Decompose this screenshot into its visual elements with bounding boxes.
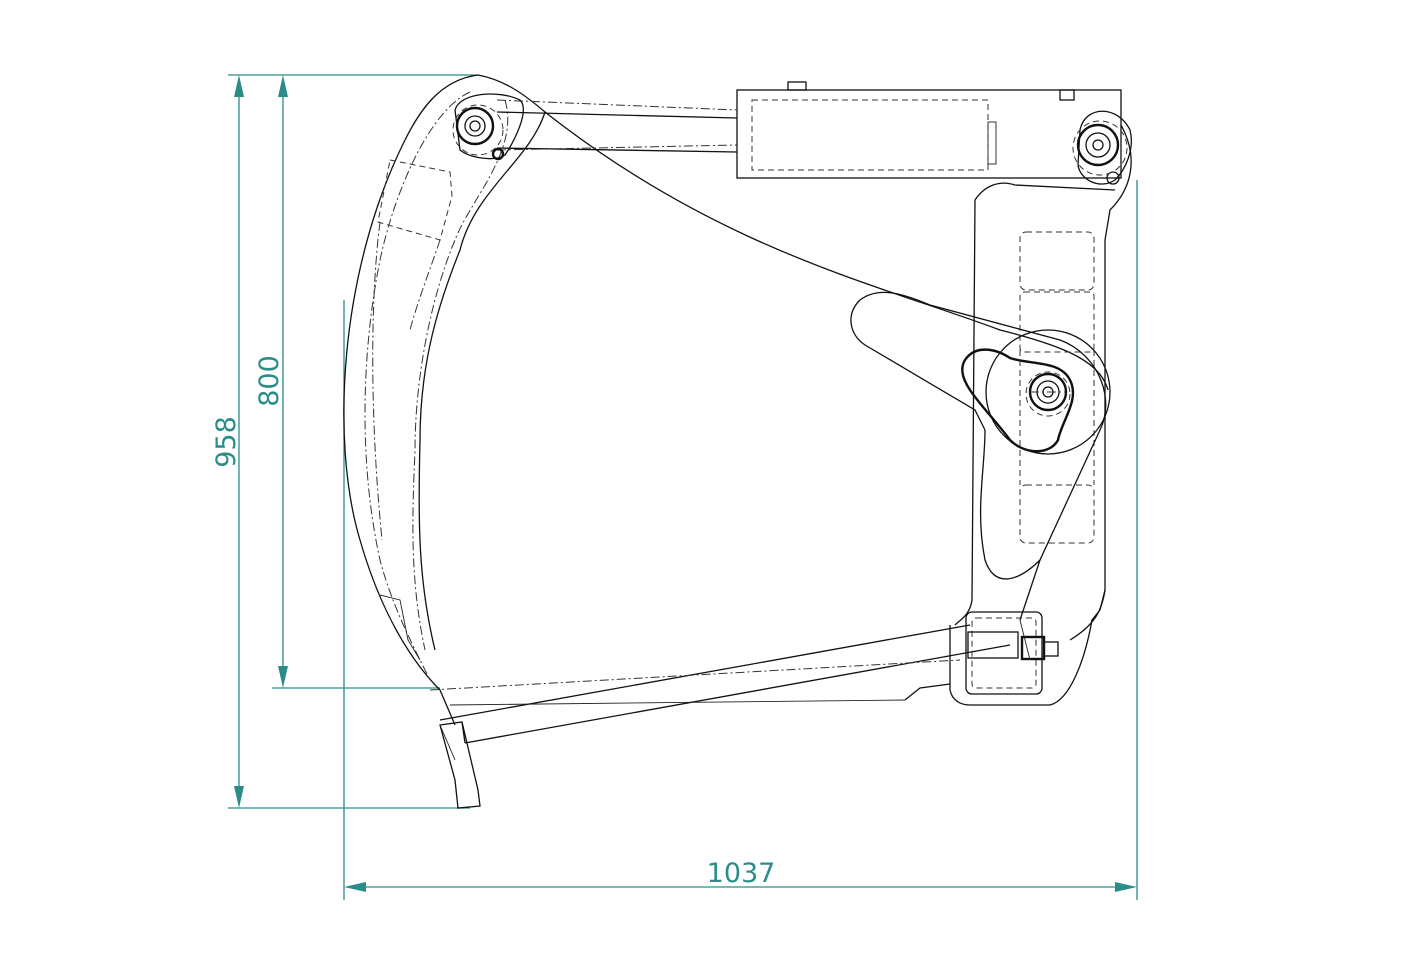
bottom-link <box>429 624 1011 744</box>
dimension-958-label: 958 <box>211 416 242 468</box>
pivot-top-right <box>1072 110 1132 185</box>
bottom-bracket <box>949 609 1101 706</box>
dimension-958: 958 <box>211 75 244 808</box>
dimension-1037-label: 1037 <box>707 858 776 889</box>
dimension-800: 800 <box>254 75 288 688</box>
dimension-1037: 1037 <box>344 858 1137 892</box>
pivot-top-left <box>452 93 524 161</box>
dimension-800-label: 800 <box>254 355 285 407</box>
lever-arm <box>850 291 1111 621</box>
frame-upright <box>954 124 1132 641</box>
grapple-drawing <box>343 74 1132 809</box>
hydraulic-cylinder <box>496 81 1122 179</box>
grapple-tine <box>343 74 1109 809</box>
dimension-lines: 958 800 1037 <box>211 74 1138 900</box>
